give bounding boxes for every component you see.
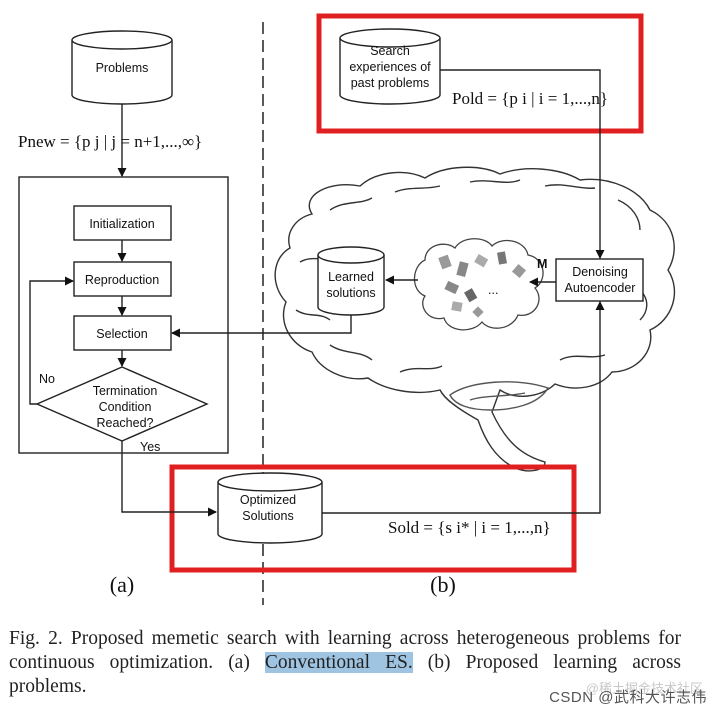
dae-line-2: Autoencoder	[565, 281, 636, 295]
denoising-autoencoder-box	[555, 258, 644, 302]
caption-highlight[interactable]: Conventional ES.	[264, 652, 413, 673]
optimized-solutions-database-icon	[217, 472, 323, 544]
m-label: M	[537, 257, 547, 271]
initialization-label: Initialization	[89, 217, 154, 231]
learned-solutions-database-icon	[317, 246, 385, 316]
caption-suffix: (b) Proposed learning across problems.	[9, 652, 681, 697]
brain-illustration	[274, 166, 676, 472]
reproduction-box	[73, 261, 172, 297]
optimized-line-1: Optimized	[240, 493, 296, 507]
thought-cloud: ...	[413, 238, 544, 331]
dae-line-1: Denoising	[572, 265, 628, 279]
p-new-formula: Pnew = {p j | j = n+1,...,∞}	[18, 132, 202, 151]
panel-a-label: (a)	[110, 572, 134, 597]
search-exp-line-2: experiences of	[349, 60, 431, 74]
yes-label: Yes	[140, 440, 160, 454]
reproduction-label: Reproduction	[85, 273, 159, 287]
watermark: CSDN @武科大许志伟	[549, 689, 707, 706]
search-exp-line-3: past problems	[351, 76, 430, 90]
panel-b-label: (b)	[430, 572, 456, 597]
termination-line-2: Condition	[99, 400, 152, 414]
selection-box	[73, 315, 172, 351]
highlight-frame-bottom	[169, 464, 577, 573]
problems-database-icon	[71, 30, 173, 105]
arrow-learned-to-selection	[171, 315, 352, 338]
watermark-ghost: @稀土掘金技术社区	[585, 681, 703, 696]
arrow-no-loop	[29, 276, 74, 405]
no-label: No	[39, 372, 55, 386]
search-experiences-database-icon	[339, 28, 441, 105]
search-exp-line-1: Search	[370, 44, 410, 58]
arrow-optimized-to-dae	[322, 301, 605, 514]
termination-line-1: Termination	[93, 384, 158, 398]
caption-prefix: Fig. 2. Proposed memetic search with lea…	[9, 628, 681, 673]
problems-label: Problems	[96, 61, 149, 75]
cloud-ellipsis: ...	[488, 283, 498, 297]
p-old-formula: Pold = {p i | i = 1,...,n}	[452, 89, 608, 108]
es-container	[18, 176, 229, 454]
highlight-frame-top	[316, 13, 644, 134]
learned-line-1: Learned	[328, 270, 374, 284]
selection-label: Selection	[96, 327, 147, 341]
solution-blobs-icon	[438, 251, 527, 318]
learned-line-2: solutions	[326, 286, 375, 300]
initialization-box	[73, 205, 172, 241]
arrow-yes-to-optimized	[121, 441, 217, 517]
termination-line-3: Reached?	[97, 416, 154, 430]
optimized-line-2: Solutions	[242, 509, 293, 523]
s-old-formula: Sold = {s i* | i = 1,...,n}	[388, 518, 551, 537]
arrow-search-to-dae	[440, 69, 605, 259]
figure-caption: Fig. 2. Proposed memetic search with lea…	[9, 627, 681, 699]
